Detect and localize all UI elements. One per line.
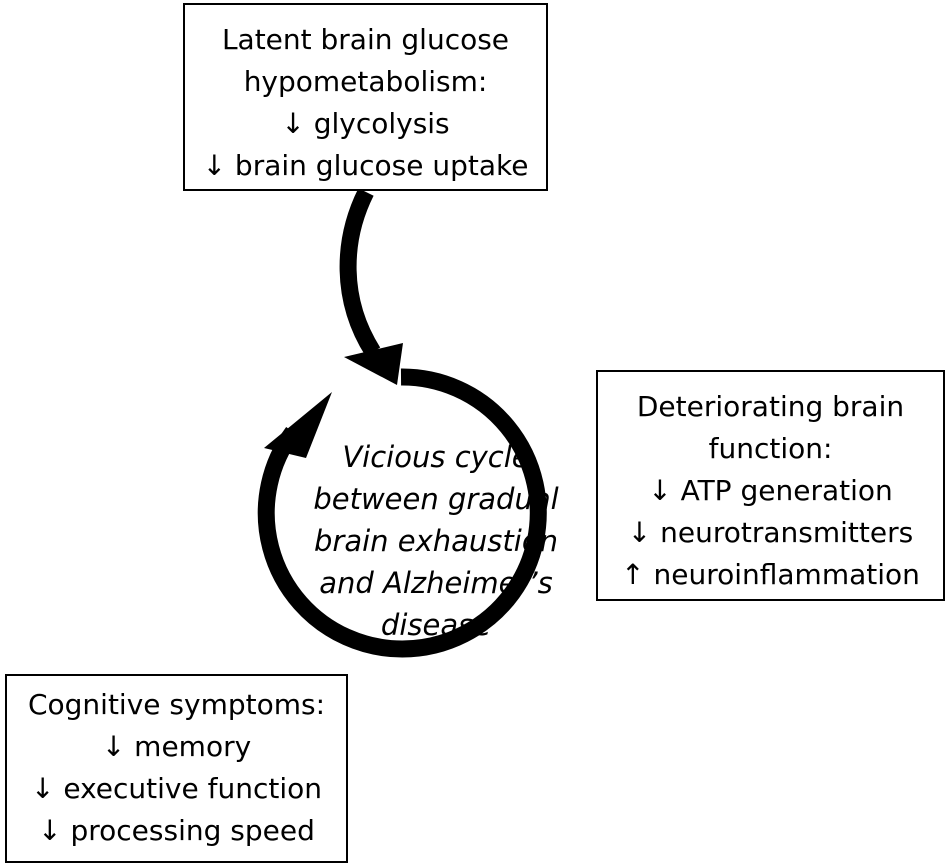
brain-function-box: Deteriorating brain function: ↓ ATP gene…	[596, 370, 945, 601]
curved-arrow-shaft	[339, 188, 381, 357]
box-line: ↓ glycolysis	[281, 107, 450, 140]
vicious-cycle-label: Vicious cycle between gradual brain exha…	[302, 436, 570, 646]
box-line: ↓ processing speed	[38, 814, 315, 847]
cycle-line: brain exhaustion	[314, 524, 558, 558]
box-line: ↓ brain glucose uptake	[202, 149, 529, 182]
box-line: ↓ executive function	[30, 772, 322, 805]
box-line: hypometabolism:	[243, 65, 488, 98]
box-line: ↓ memory	[101, 730, 252, 763]
box-line: Latent brain glucose	[221, 23, 510, 56]
cognitive-symptoms-box: Cognitive symptoms: ↓ memory ↓ executive…	[5, 674, 348, 863]
box-line: Deteriorating brain	[636, 390, 905, 423]
cycle-line: Vicious cycle	[342, 440, 530, 474]
glucose-hypometabolism-box: Latent brain glucose hypometabolism: ↓ g…	[183, 3, 548, 191]
box-line: ↓ neurotransmitters	[627, 516, 914, 549]
curved-arrow-head	[344, 343, 403, 385]
cycle-line: disease	[380, 608, 492, 642]
cycle-line: between gradual	[313, 482, 559, 516]
cycle-arrow-ring	[257, 368, 547, 658]
box-line: ↓ ATP generation	[648, 474, 893, 507]
box-line: function:	[708, 432, 833, 465]
box-line: ↑ neuroinflammation	[621, 558, 920, 591]
box-line: Cognitive symptoms:	[27, 688, 326, 721]
cycle-arrow-head	[264, 392, 332, 458]
cycle-line: and Alzheimer’s	[319, 566, 553, 600]
